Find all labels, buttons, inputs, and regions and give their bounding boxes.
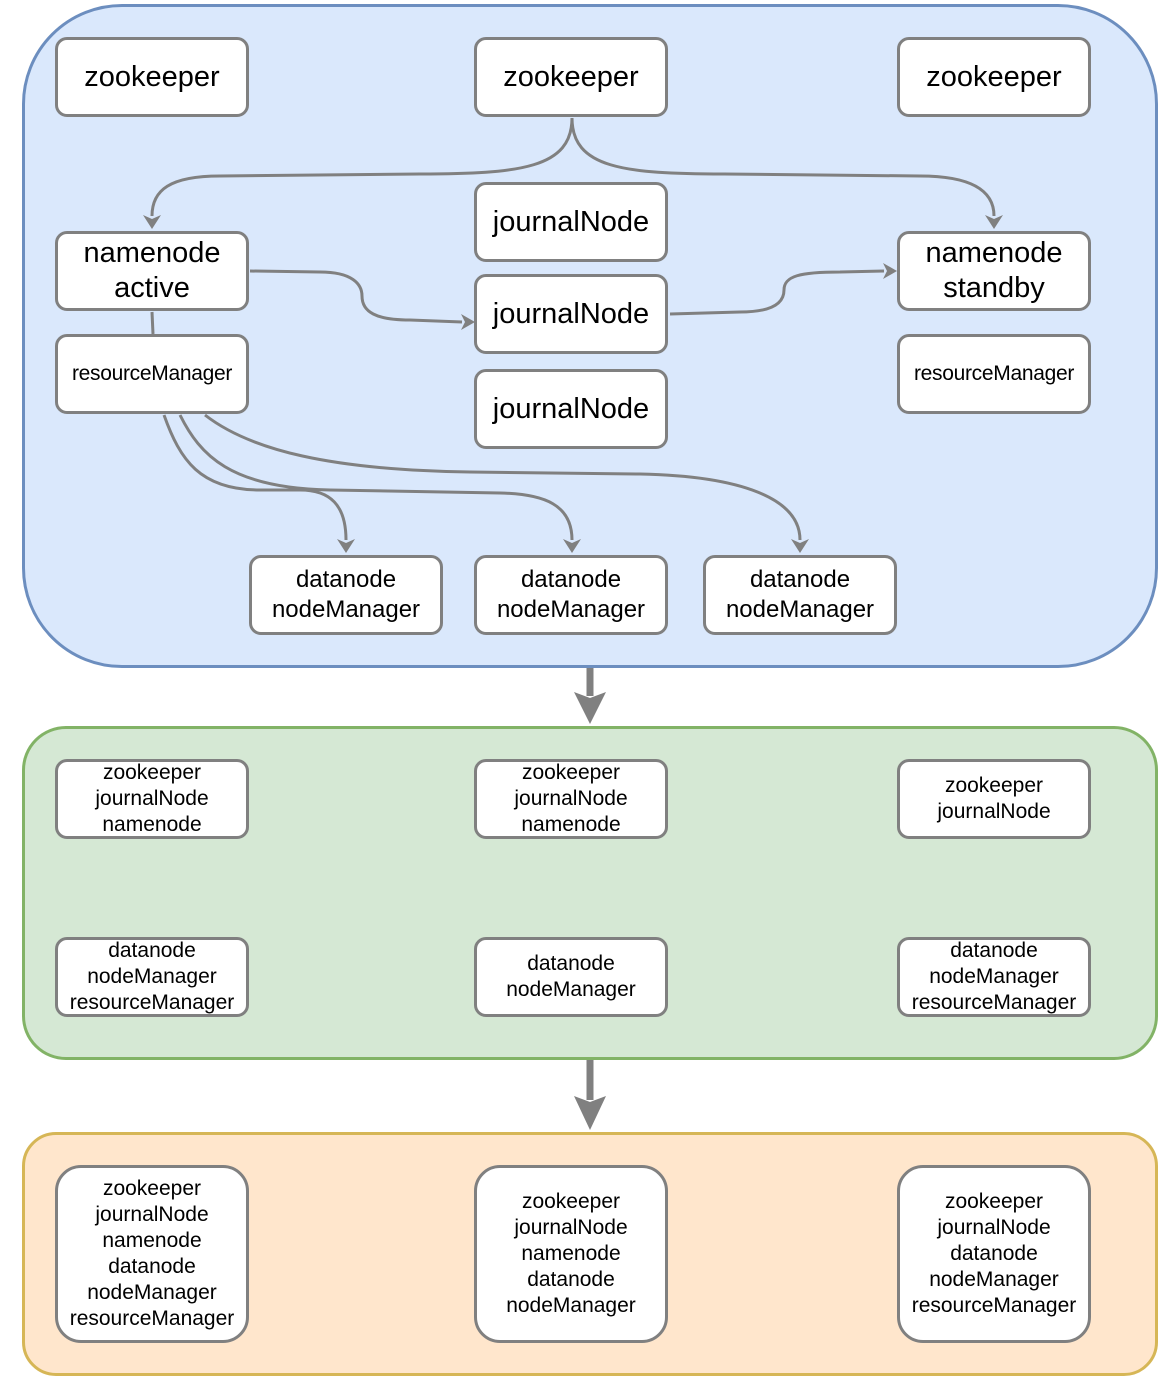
stage-arrowhead-2	[574, 1096, 606, 1130]
middle-host-2: zookeeper journalNode namenode	[474, 759, 668, 839]
node-label: datanode	[520, 566, 622, 593]
node-label: resourceManager	[71, 362, 233, 385]
node-label: zookeeper	[944, 1190, 1044, 1213]
node-label: zookeeper	[84, 60, 220, 93]
node-label: namenode	[521, 1242, 621, 1265]
node-label: nodeManager	[506, 978, 636, 1001]
journal-node-2: journalNode	[474, 274, 668, 354]
node-label: datanode	[950, 939, 1038, 962]
node-label: namenode	[925, 237, 1063, 269]
node-label: journalNode	[95, 1203, 209, 1226]
node-label: journalNode	[95, 787, 209, 810]
datanode-node-3: datanode nodeManager	[703, 555, 897, 635]
namenode-standby-node: namenode standby	[897, 231, 1091, 311]
node-label: journalNode	[937, 1216, 1051, 1239]
middle-host-1: zookeeper journalNode namenode	[55, 759, 249, 839]
bottom-host-2: zookeeper journalNode namenode datanode …	[474, 1165, 668, 1343]
node-label: datanode	[108, 1255, 196, 1278]
middle-host-4: datanode nodeManager resourceManager	[55, 937, 249, 1017]
node-label: journalNode	[937, 800, 1051, 823]
middle-host-3: zookeeper journalNode	[897, 759, 1091, 839]
node-label: namenode	[102, 1229, 202, 1252]
node-label: datanode	[295, 566, 397, 593]
datanode-node-1: datanode nodeManager	[249, 555, 443, 635]
zookeeper-node-right: zookeeper	[897, 37, 1091, 117]
datanode-node-2: datanode nodeManager	[474, 555, 668, 635]
namenode-active-node: namenode active	[55, 231, 249, 311]
node-label: journalNode	[492, 392, 650, 425]
journal-node-3: journalNode	[474, 369, 668, 449]
resource-manager-node-left: resourceManager	[55, 334, 249, 414]
node-label: nodeManager	[87, 965, 217, 988]
node-label: standby	[943, 272, 1045, 304]
node-label: zookeeper	[102, 761, 202, 784]
node-label: datanode	[108, 939, 196, 962]
zookeeper-node-left: zookeeper	[55, 37, 249, 117]
node-label: zookeeper	[926, 60, 1062, 93]
node-label: namenode	[521, 813, 621, 836]
node-label: resourceManager	[69, 1307, 235, 1330]
node-label: journalNode	[514, 787, 628, 810]
node-label: zookeeper	[102, 1177, 202, 1200]
node-label: active	[114, 272, 190, 304]
bottom-host-3: zookeeper journalNode datanode nodeManag…	[897, 1165, 1091, 1343]
node-label: nodeManager	[271, 596, 421, 623]
node-label: zookeeper	[944, 774, 1044, 797]
journal-node-1: journalNode	[474, 182, 668, 262]
node-label: zookeeper	[503, 60, 639, 93]
node-label: nodeManager	[929, 1268, 1059, 1291]
node-label: datanode	[527, 1268, 615, 1291]
middle-host-5: datanode nodeManager	[474, 937, 668, 1017]
node-label: nodeManager	[725, 596, 875, 623]
node-label: resourceManager	[69, 991, 235, 1014]
node-label: datanode	[950, 1242, 1038, 1265]
node-label: zookeeper	[521, 761, 621, 784]
node-label: namenode	[102, 813, 202, 836]
node-label: nodeManager	[496, 596, 646, 623]
node-label: nodeManager	[506, 1294, 636, 1317]
node-label: namenode	[83, 237, 221, 269]
node-label: zookeeper	[521, 1190, 621, 1213]
node-label: resourceManager	[913, 362, 1075, 385]
node-label: datanode	[527, 952, 615, 975]
zookeeper-node-center: zookeeper	[474, 37, 668, 117]
node-label: resourceManager	[911, 991, 1077, 1014]
bottom-host-1: zookeeper journalNode namenode datanode …	[55, 1165, 249, 1343]
stage-arrowhead-1	[574, 692, 606, 724]
resource-manager-node-right: resourceManager	[897, 334, 1091, 414]
middle-host-6: datanode nodeManager resourceManager	[897, 937, 1091, 1017]
node-label: nodeManager	[929, 965, 1059, 988]
node-label: journalNode	[492, 205, 650, 238]
node-label: nodeManager	[87, 1281, 217, 1304]
node-label: resourceManager	[911, 1294, 1077, 1317]
node-label: datanode	[749, 566, 851, 593]
node-label: journalNode	[492, 297, 650, 330]
node-label: journalNode	[514, 1216, 628, 1239]
